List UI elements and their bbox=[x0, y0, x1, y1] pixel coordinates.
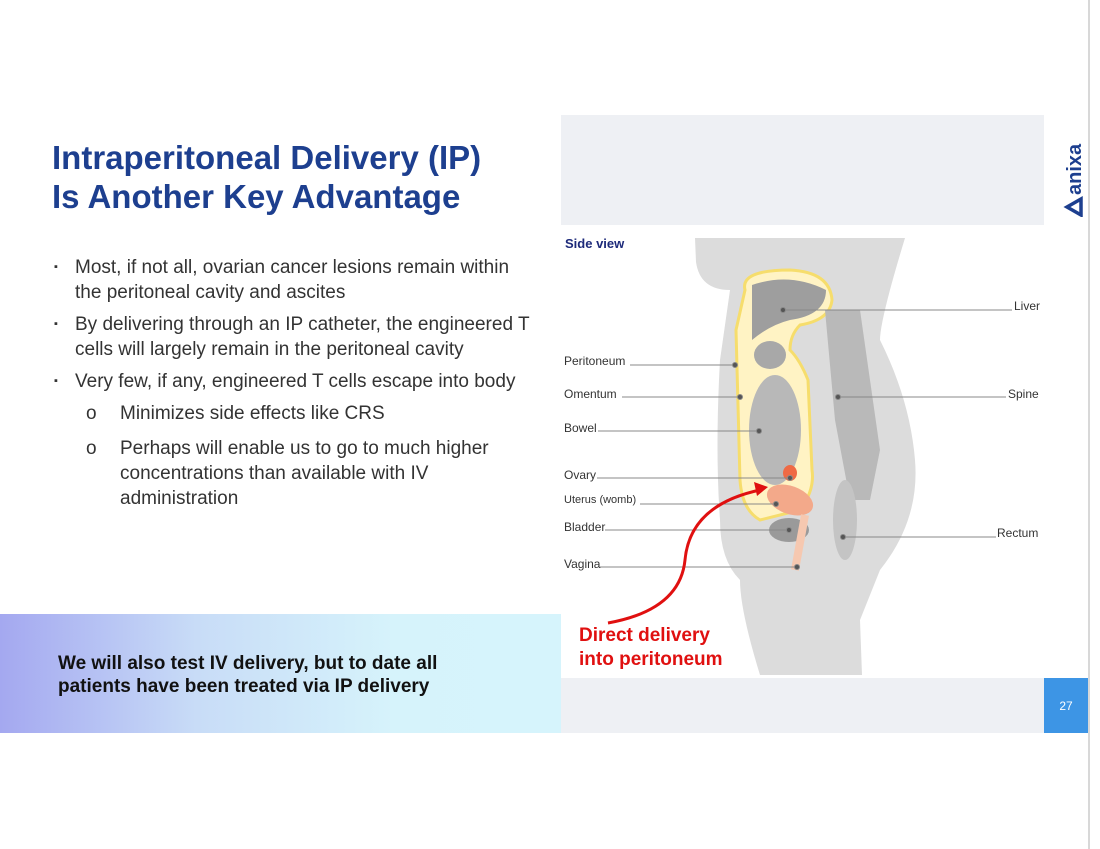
bullet-list: ▪ Most, if not all, ovarian cancer lesion… bbox=[52, 255, 532, 521]
ovary bbox=[783, 465, 797, 481]
sub-bullet-item: o Perhaps will enable us to go to much hi… bbox=[52, 436, 492, 511]
bullet-item: ▪ Very few, if any, engineered T cells es… bbox=[52, 369, 532, 394]
bullet-marker: ▪ bbox=[54, 318, 58, 330]
svg-text:anixa: anixa bbox=[1064, 143, 1086, 195]
delivery-callout: Direct delivery into peritoneum bbox=[579, 624, 723, 672]
callout-banner bbox=[0, 614, 561, 733]
label-peritoneum: Peritoneum bbox=[564, 354, 626, 368]
bullet-text: Most, if not all, ovarian cancer lesions… bbox=[75, 257, 510, 303]
label-omentum: Omentum bbox=[564, 387, 617, 401]
vagina bbox=[791, 514, 809, 571]
leader-lines bbox=[597, 307, 1012, 570]
sub-bullet-marker: o bbox=[86, 403, 97, 424]
callout-line-2: into peritoneum bbox=[579, 649, 723, 670]
label-rectum: Rectum bbox=[997, 526, 1039, 540]
title-line-1: Intraperitoneal Delivery (IP) bbox=[52, 139, 482, 176]
label-liver: Liver bbox=[1014, 299, 1041, 313]
banner-text: We will also test IV delivery, but to da… bbox=[58, 653, 438, 697]
uterus bbox=[766, 484, 814, 516]
bullet-marker: ▪ bbox=[54, 375, 58, 387]
delivery-arrow bbox=[607, 488, 761, 625]
bullet-item: ▪ Most, if not all, ovarian cancer lesion… bbox=[52, 255, 532, 305]
sub-bullet-text: Perhaps will enable us to go to much hig… bbox=[120, 438, 489, 509]
bullet-text: By delivering through an IP catheter, th… bbox=[75, 314, 530, 360]
figure-panel-top bbox=[561, 115, 1044, 225]
sub-bullet-text: Minimizes side effects like CRS bbox=[120, 403, 385, 424]
rectum bbox=[833, 480, 857, 560]
label-ovary: Ovary bbox=[564, 468, 597, 482]
slide-title: Intraperitoneal Delivery (IP) Is Another… bbox=[52, 138, 481, 216]
figure-panel-bottom bbox=[561, 678, 1044, 733]
figure-heading: Side view bbox=[565, 236, 625, 251]
title-line-2: Is Another Key Advantage bbox=[52, 178, 461, 215]
sub-bullet-marker: o bbox=[86, 438, 97, 459]
stomach bbox=[754, 341, 786, 369]
label-vagina: Vagina bbox=[564, 557, 601, 571]
callout-line-1: Direct delivery bbox=[579, 625, 710, 646]
label-uterus: Uterus (womb) bbox=[564, 494, 637, 506]
arrow-head-icon bbox=[754, 482, 768, 496]
anixa-logo: anixa bbox=[1063, 143, 1086, 217]
anatomy-illustration bbox=[597, 238, 1012, 675]
sub-bullet-item: o Minimizes side effects like CRS bbox=[52, 401, 532, 426]
bullet-marker: ▪ bbox=[54, 261, 58, 273]
label-bladder: Bladder bbox=[564, 520, 606, 534]
spine bbox=[825, 310, 880, 500]
bowel bbox=[749, 375, 801, 485]
bullet-text: Very few, if any, engineered T cells esc… bbox=[75, 371, 516, 392]
label-bowel: Bowel bbox=[564, 421, 597, 435]
page-number: 27 bbox=[1044, 678, 1088, 733]
bullet-item: ▪ By delivering through an IP catheter, t… bbox=[52, 312, 532, 362]
label-spine: Spine bbox=[1008, 387, 1039, 401]
slide-edge-divider bbox=[1088, 0, 1090, 849]
